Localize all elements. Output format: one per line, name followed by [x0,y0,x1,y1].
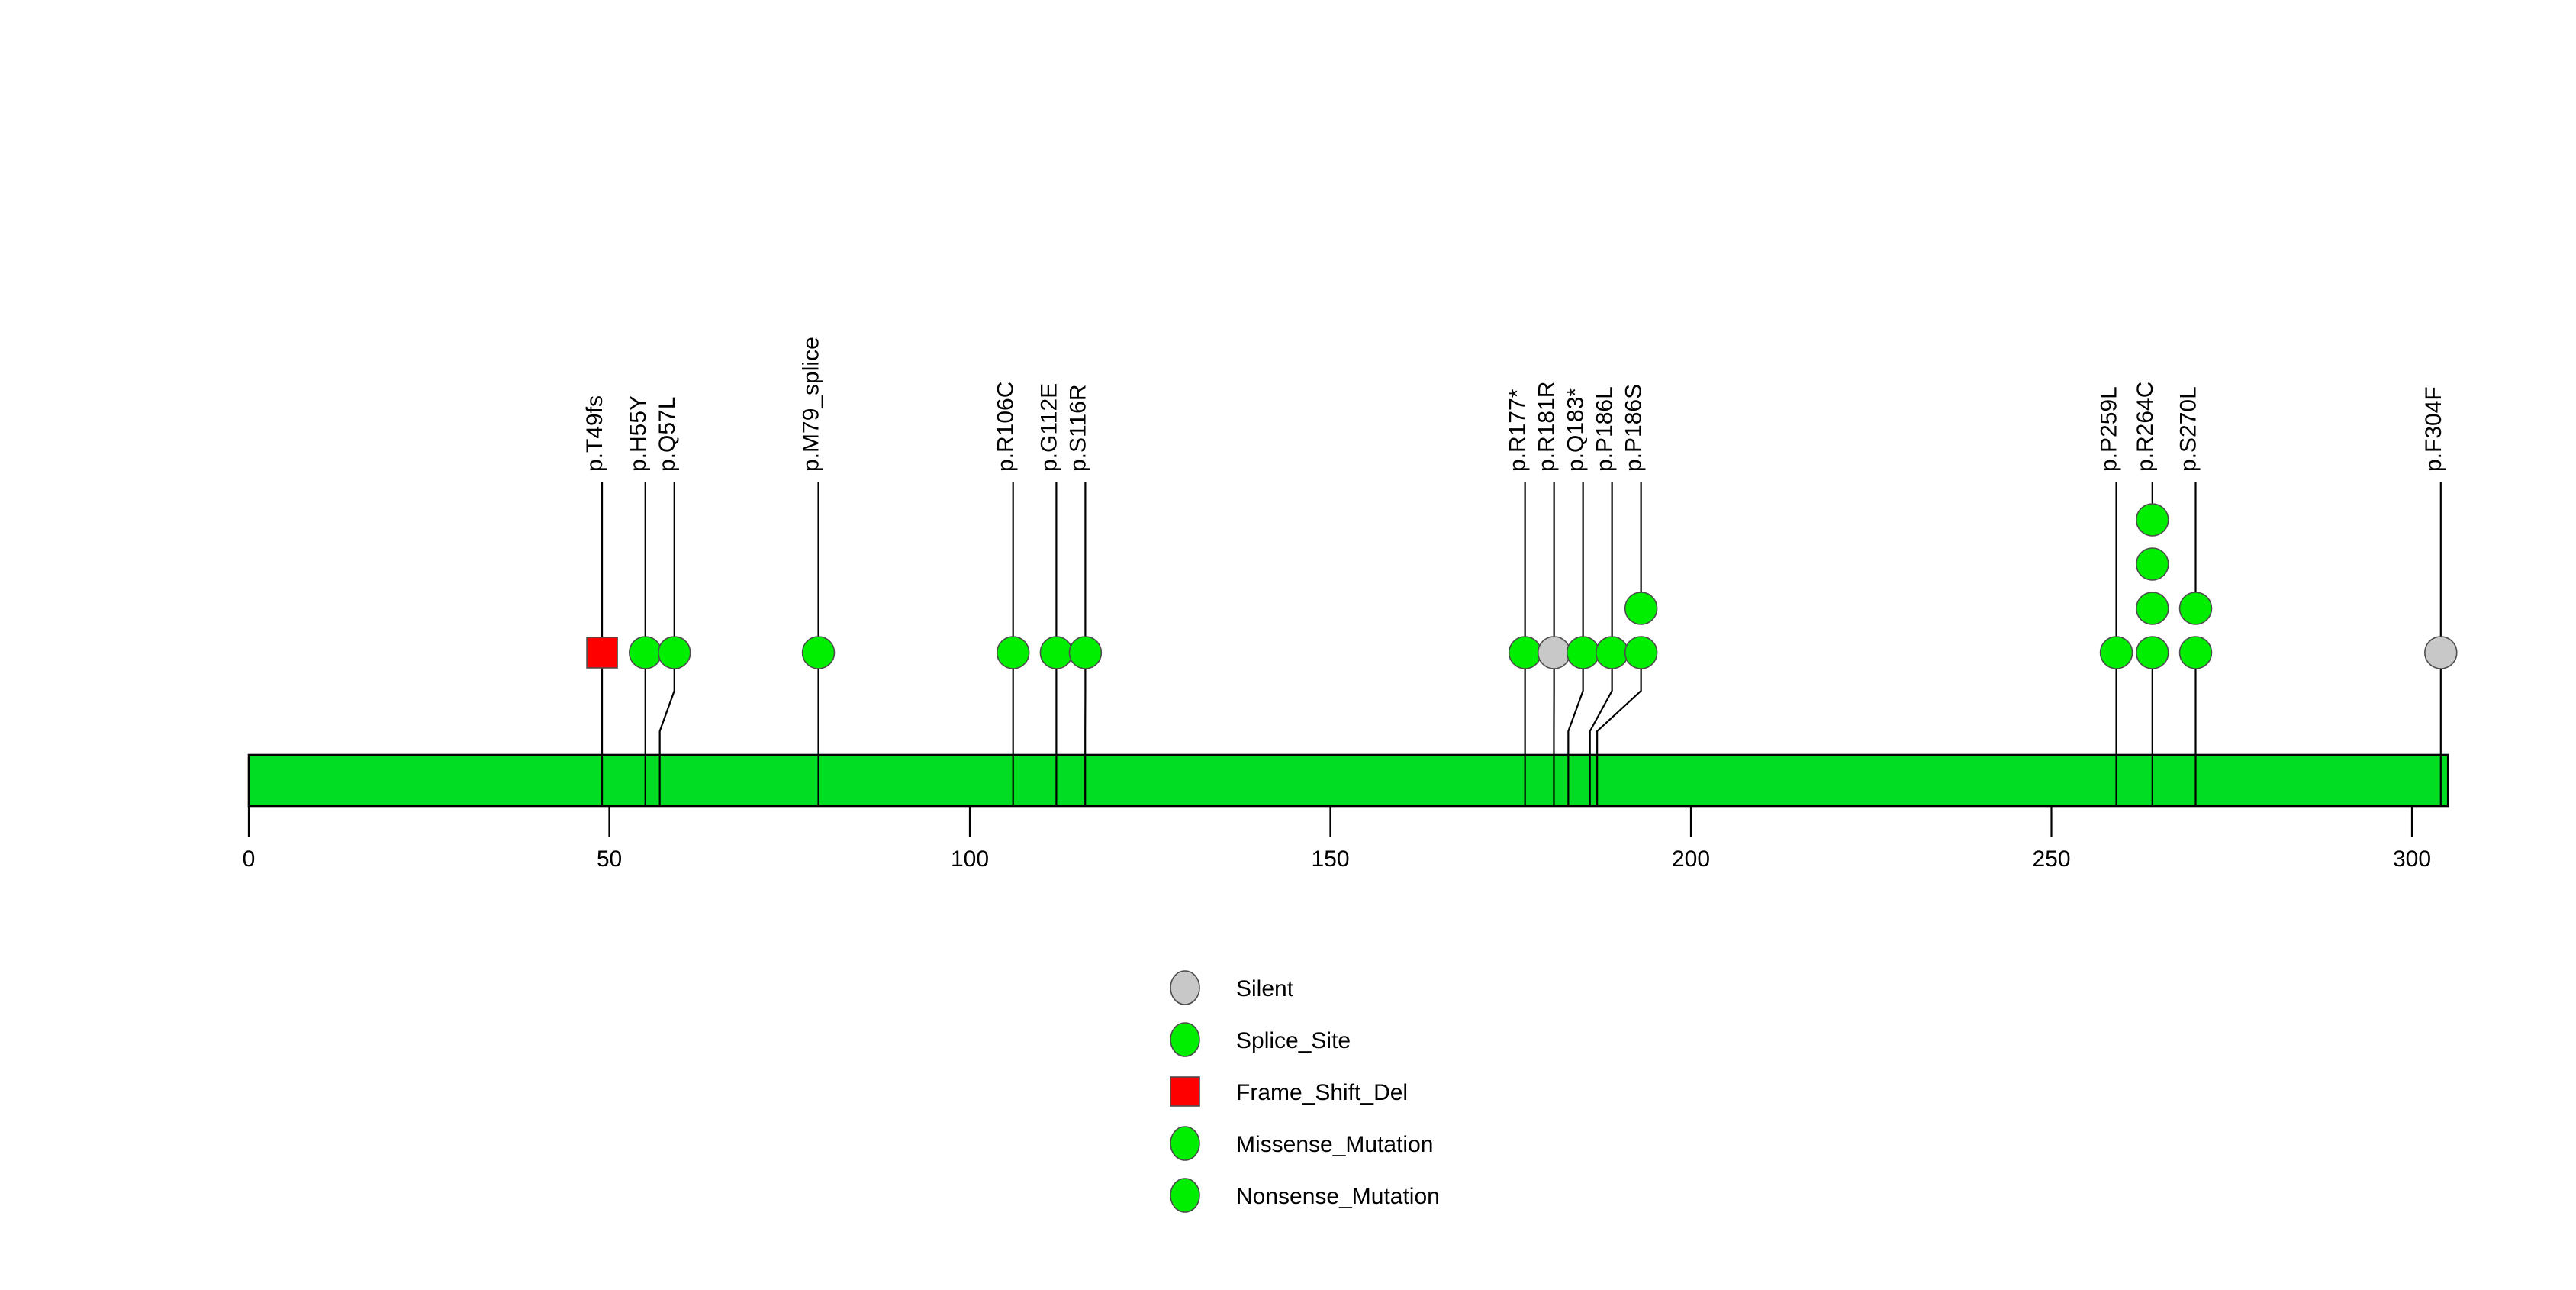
mutation-label: p.Q57L [655,397,680,472]
legend-label: Missense_Mutation [1236,1132,1433,1157]
mutation-marker[interactable] [2136,503,2169,537]
mutation-label: p.F304F [2421,386,2446,472]
mutation-label: p.T49fs [582,395,607,472]
x-axis-tick-label: 250 [2032,847,2070,872]
mutation-marker[interactable] [1508,636,1542,669]
mutation-label: p.S116R [1065,384,1090,472]
mutation-label: p.R177* [1505,389,1531,472]
mutation-marker[interactable] [1039,636,1074,669]
mutation-label: p.H55Y [626,395,651,472]
x-axis-tick-label: 200 [1672,847,1710,872]
x-axis-tick-label: 50 [597,847,622,872]
mutation-label: p.Q183* [1563,388,1589,472]
mutation-label: p.R181R [1534,382,1560,472]
mutation-marker[interactable] [1624,592,1658,625]
legend-swatch[interactable] [1170,1076,1200,1107]
x-axis-tick-label: 0 [243,847,256,872]
mutation-label: p.M79_splice [799,337,824,472]
mutation-label: p.R106C [993,382,1019,472]
mutation-label: p.G112E [1036,383,1061,472]
connector-legs-group [601,668,2442,755]
mutation-connector-leg [1589,669,1613,755]
mutation-marker[interactable] [1537,636,1571,669]
mutation-connector-leg [658,669,675,755]
mutation-label: p.R264C [2133,382,2158,472]
protein-domain-rect [247,753,2449,808]
mutation-markers-group [586,503,2458,669]
mutation-marker[interactable] [2178,592,2213,625]
protein-bar-tick-marks [601,755,2442,806]
legend-label: Nonsense_Mutation [1236,1184,1440,1209]
mutation-marker[interactable] [628,636,662,669]
mutation-label: p.P259L [2097,386,2122,472]
mutation-marker[interactable] [996,636,1030,669]
mutation-connector-leg [1596,669,1642,755]
x-axis-tick-label: 100 [951,847,989,872]
mutation-marker[interactable] [1624,636,1658,669]
mutation-marker[interactable] [657,636,691,669]
legend-label: Frame_Shift_Del [1236,1080,1408,1105]
mutation-marker[interactable] [2178,636,2213,669]
legend: SilentSplice_SiteFrame_Shift_DelMissense… [1170,970,1440,1213]
x-axis-tick-label: 150 [1311,847,1349,872]
mutation-marker[interactable] [586,637,618,669]
x-axis: 0 50 100 150 200 250 300 [243,806,2431,872]
mutation-label: p.P186S [1621,384,1647,472]
legend-swatch[interactable] [1170,1178,1200,1213]
mutation-label: p.P186L [1592,386,1618,472]
mutation-marker[interactable] [1068,636,1103,669]
x-axis-tick-label: 300 [2393,847,2431,872]
mutation-marker[interactable] [2136,547,2169,581]
mutation-marker[interactable] [2099,636,2133,669]
legend-label: Splice_Site [1236,1028,1351,1053]
protein-domain-bar [247,753,2449,808]
legend-label: Silent [1236,976,1294,1001]
mutation-marker[interactable] [2136,636,2169,669]
mutation-marker[interactable] [2424,636,2458,669]
mutation-marker[interactable] [2136,592,2169,625]
legend-swatch[interactable] [1170,970,1200,1005]
mutation-marker[interactable] [1595,636,1629,669]
legend-swatch[interactable] [1170,1022,1200,1057]
mutation-label: p.S270L [2176,386,2201,472]
legend-swatch[interactable] [1170,1126,1200,1161]
mutation-marker[interactable] [801,636,836,669]
mutation-connector-leg [1567,669,1584,755]
mutation-marker[interactable] [1566,636,1600,669]
